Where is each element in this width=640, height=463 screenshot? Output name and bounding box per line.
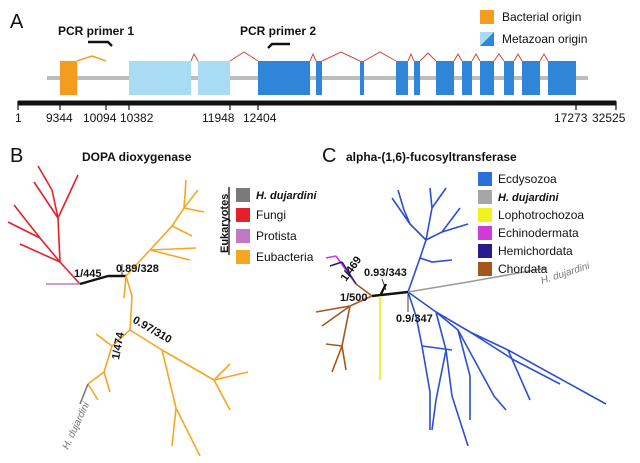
- eukaryotes-group-label: Eukaryotes: [219, 194, 231, 253]
- legend-b-eubacteria-swatch: [236, 250, 250, 264]
- legend-metazoan-label: Metazoan origin: [502, 32, 587, 46]
- h-dujardini-branch-c: [407, 267, 547, 293]
- support-c-4: 0.9/347: [396, 313, 433, 325]
- metazoan-exon-6: [436, 61, 454, 95]
- legend-c-echinodermata-label: Echinodermata: [498, 226, 579, 240]
- legend-b-h-dujardini-swatch: [236, 188, 250, 202]
- metazoan-exon-2: [316, 61, 322, 95]
- metazoan-exon-5: [414, 61, 420, 95]
- support-b-4: 0.97/310: [131, 314, 174, 346]
- legend-b-fungi-swatch: [236, 208, 250, 222]
- axis-end-label: 32525: [592, 111, 626, 125]
- panel-c-letter: C: [322, 145, 336, 167]
- panel-b-internal-branches: [79, 274, 126, 286]
- legend-c-ecdysozoa-swatch: [478, 172, 492, 186]
- support-c-1: 1/469: [339, 254, 365, 283]
- metazoan-exon-8: [480, 61, 494, 95]
- legend-b-eubacteria-label: Eubacteria: [256, 250, 314, 264]
- legend-c-lophotrochozoa-swatch: [478, 208, 492, 222]
- metazoan-exon-3: [360, 61, 364, 95]
- legend-c-h-dujardini-swatch: [478, 190, 492, 204]
- chordata-branches: [315, 283, 373, 373]
- support-c-2: 0.93/343: [364, 267, 407, 279]
- support-c-2-leader: [381, 278, 387, 291]
- primer-2-arrow: [267, 42, 290, 49]
- support-b-1: 1/445: [74, 268, 102, 280]
- fungi-branches: [7, 165, 81, 285]
- panel-c-internal-branches: [371, 283, 409, 298]
- legend-c-chordata-swatch: [478, 262, 492, 276]
- support-b-2: 0.89/328: [116, 263, 159, 275]
- tick-10094: 10094: [83, 111, 117, 125]
- panel-a-letter: A: [10, 11, 24, 33]
- legend-c-ecdysozoa-label: Ecdysozoa: [498, 172, 557, 186]
- eubacteria-branches: [87, 179, 249, 457]
- metazoan-exon-1: [258, 61, 310, 95]
- tick-12404: 12404: [243, 111, 277, 125]
- axis-start-label: 1: [15, 111, 22, 125]
- metazoan-exon-10: [522, 61, 540, 95]
- panel-b-title: DOPA dioxygenase: [82, 150, 192, 164]
- bacterial-exon: [60, 61, 77, 95]
- intron-carets: [190, 51, 549, 62]
- panel-c-title: alpha-(1,6)-fucosyltransferase: [346, 150, 517, 164]
- tick-17273: 17273: [554, 111, 588, 125]
- h-dujardini-leaf-b: [79, 383, 89, 405]
- metazoan-exon-4: [396, 61, 408, 95]
- scale-ticks: [17, 101, 617, 110]
- legend-c-hemichordata-label: Hemichordata: [498, 244, 573, 258]
- legend-b-protista-label: Protista: [256, 229, 297, 243]
- pcr-primer-1-label: PCR primer 1: [58, 24, 134, 38]
- legend-c-echinodermata-swatch: [478, 226, 492, 240]
- legend-c-lophotrochozoa-label: Lophotrochozoa: [498, 208, 584, 222]
- tick-9344: 9344: [46, 111, 73, 125]
- panel-b-letter: B: [10, 145, 23, 167]
- legend-bacterial-swatch: [480, 10, 494, 24]
- tick-11948: 11948: [202, 111, 235, 125]
- legend-b-h-dujardini-label: H. dujardini: [256, 190, 317, 202]
- legend-b-protista-swatch: [236, 229, 250, 243]
- h-dujardini-leaf-label-b: H. dujardini: [61, 400, 93, 451]
- metazoan-exon-light-2: [198, 61, 230, 95]
- support-b-3: 1/474: [110, 330, 127, 360]
- metazoan-exon-9: [504, 61, 514, 95]
- metazoan-exon-7: [462, 61, 472, 95]
- tick-10382: 10382: [120, 111, 154, 125]
- pcr-primer-2-label: PCR primer 2: [240, 24, 316, 38]
- metazoan-exon-11: [548, 61, 576, 95]
- hemichordata-branches: [329, 261, 357, 285]
- bacterial-intron-2: [76, 55, 107, 62]
- legend-c-chordata-label: Chordata: [498, 262, 548, 276]
- legend-c-h-dujardini-label: H. dujardini: [498, 192, 559, 204]
- legend-bacterial-label: Bacterial origin: [502, 10, 581, 24]
- support-c-3: 1/500: [340, 292, 368, 304]
- legend-b-fungi-label: Fungi: [256, 208, 286, 222]
- legend-metazoan-swatch-dark: [480, 32, 494, 46]
- legend-c-hemichordata-swatch: [478, 244, 492, 258]
- metazoan-exon-light-1: [129, 61, 191, 95]
- ecdysozoa-branches: [391, 187, 607, 447]
- primer-1-arrow: [88, 40, 113, 47]
